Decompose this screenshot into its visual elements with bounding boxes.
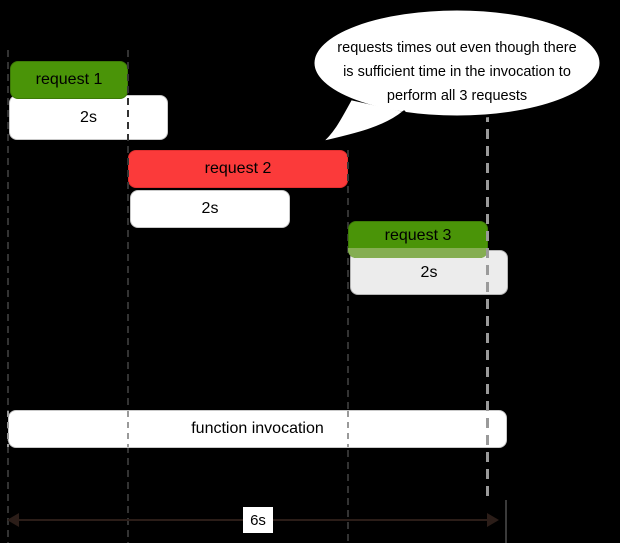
dashed-line-request1-timeout xyxy=(127,50,129,543)
speech-bubble-text: requests times out even though there is … xyxy=(312,36,602,108)
request-1-duration-label: 2s xyxy=(80,108,97,126)
request-3-duration-label: 2s xyxy=(420,263,438,281)
bar-dash-start xyxy=(7,411,9,447)
dashed-line-request2-timeout xyxy=(347,150,349,543)
request-3-label: request 3 xyxy=(384,226,452,244)
request-2-bar: request 2 xyxy=(128,150,348,188)
request-3-overlap-strip xyxy=(348,248,488,258)
bar-dash-t1 xyxy=(127,411,129,447)
speech-bubble-tail xyxy=(318,98,406,145)
timeline-duration-label: 6s xyxy=(243,507,273,533)
timeline-end-tick xyxy=(505,500,507,543)
request-2-label: request 2 xyxy=(204,160,272,177)
timeline-arrow-right-head xyxy=(487,513,499,527)
speech-bubble xyxy=(311,7,603,145)
timeline-arrow-left-head xyxy=(7,513,19,527)
speech-bubble-line-2: is sufficient time in the invocation to xyxy=(343,64,571,80)
dashed-line-start xyxy=(7,50,9,543)
request-1-duration-box: 2s xyxy=(9,95,168,140)
timeline-duration-value: 6s xyxy=(250,511,266,529)
speech-bubble-ellipse xyxy=(311,7,603,119)
request-3-bar: request 3 xyxy=(348,221,488,258)
function-invocation-bar: function invocation xyxy=(8,410,507,448)
request-2-duration-label: 2s xyxy=(201,200,219,217)
dashed-line-request3-timeout xyxy=(486,112,489,502)
bar-dash-t2 xyxy=(347,411,349,447)
request-1-label: request 1 xyxy=(35,71,103,88)
speech-bubble-line-3: perform all 3 requests xyxy=(386,88,528,104)
function-invocation-label: function invocation xyxy=(191,420,324,437)
request-1-bar: request 1 xyxy=(10,61,128,99)
request-2-duration-box: 2s xyxy=(130,190,290,228)
speech-bubble-line-1: requests times out even though there xyxy=(337,40,577,56)
